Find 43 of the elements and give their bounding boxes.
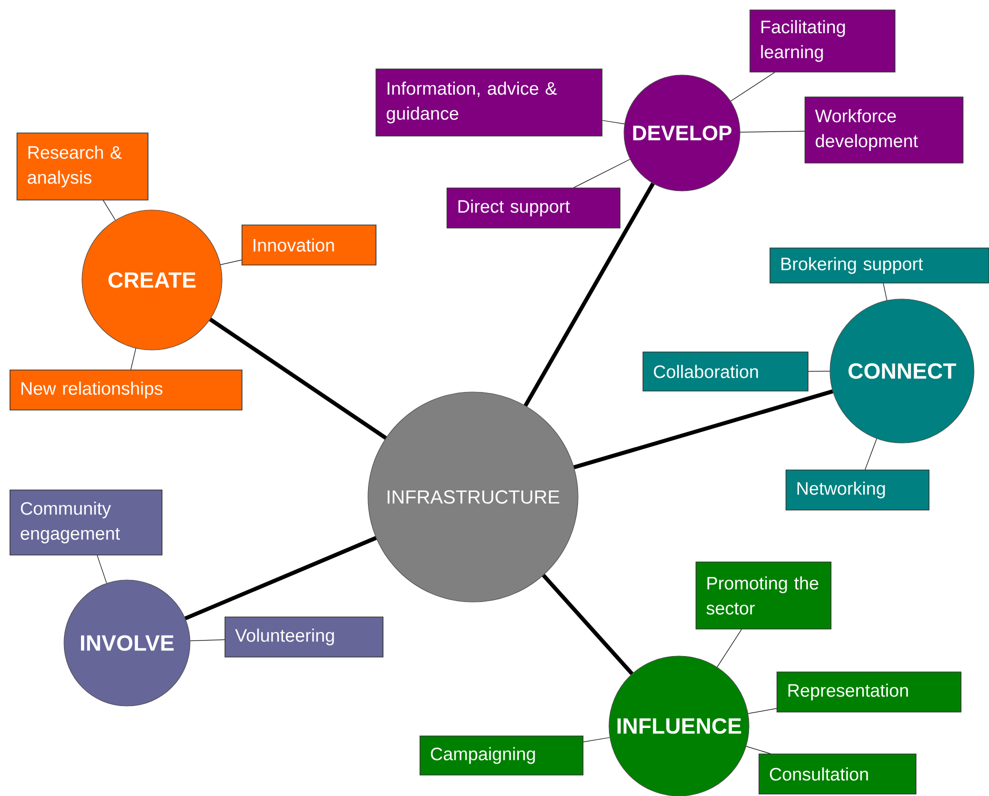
label-box: Representation — [776, 672, 962, 712]
leader-line — [730, 72, 776, 102]
leader-line — [740, 130, 806, 132]
label-box: Collaboration — [642, 352, 808, 392]
connector-line — [573, 389, 834, 470]
connector-line — [184, 536, 377, 620]
connector-line — [542, 574, 634, 676]
connector-line — [524, 182, 655, 407]
label-box: Promoting the sector — [696, 562, 832, 630]
circle-node: CONNECT — [830, 298, 974, 444]
label-box: Brokering support — [770, 248, 989, 284]
label-box: Consultation — [758, 754, 916, 794]
leader-line — [716, 628, 742, 668]
circle-node: INFLUENCE — [608, 656, 750, 796]
circle-node: INFRASTRUCTURE — [368, 392, 578, 602]
circle-node: DEVELOP — [624, 74, 740, 192]
leader-line — [190, 639, 226, 642]
leader-line — [746, 746, 772, 754]
leader-line — [748, 708, 778, 714]
leader-line — [582, 737, 610, 742]
label-box: Community engagement — [10, 490, 162, 556]
leader-line — [808, 370, 830, 372]
leader-line — [96, 554, 107, 584]
label-box: New relationships — [10, 370, 242, 410]
label-box: Information, advice & guidance — [376, 68, 602, 136]
label-box: Innovation — [242, 224, 376, 266]
circle-node: INVOLVE — [64, 580, 190, 706]
label-box: Networking — [786, 470, 930, 510]
leader-line — [864, 438, 877, 470]
leader-line — [130, 348, 136, 370]
label-box: Workforce development — [804, 96, 964, 164]
label-box: Direct support — [446, 188, 620, 228]
label-box: Volunteering — [224, 616, 384, 658]
leader-line — [882, 282, 888, 301]
leader-line — [220, 260, 242, 266]
leader-line — [573, 158, 630, 188]
label-box: Research & analysis — [16, 132, 148, 200]
label-box: Campaigning — [420, 736, 584, 776]
label-box: Facilitating learning — [750, 10, 896, 72]
circle-node: CREATE — [82, 210, 222, 350]
leader-line — [102, 200, 116, 220]
leader-line — [602, 120, 625, 124]
connector-line — [209, 318, 387, 440]
